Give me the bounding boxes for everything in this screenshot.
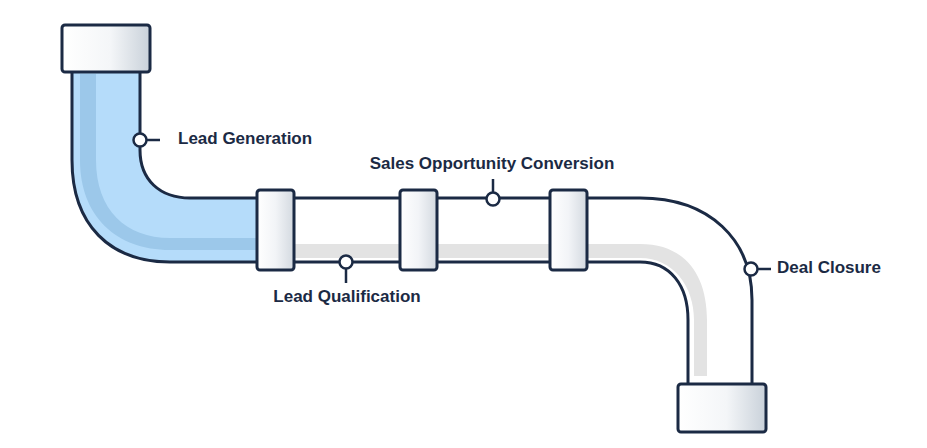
callout-dot — [745, 263, 758, 276]
callout-label: Lead Generation — [178, 129, 312, 149]
pipe-cap — [62, 25, 150, 72]
pipe-shade — [294, 244, 707, 376]
pipe-coupling — [400, 190, 437, 270]
callout-label: Sales Opportunity Conversion — [370, 154, 615, 174]
callout-dot — [340, 256, 353, 269]
pipe-flow-shade — [80, 74, 257, 250]
pipe-coupling — [257, 190, 294, 270]
leader-line — [757, 268, 771, 271]
callout-label: Lead Qualification — [273, 287, 420, 307]
callout-dot — [134, 134, 147, 147]
callout-label: Deal Closure — [777, 258, 881, 278]
leader-line — [345, 268, 348, 283]
leader-line — [146, 139, 160, 142]
leader-line — [492, 179, 495, 193]
callout-dot — [487, 193, 500, 206]
pipe-section — [257, 198, 752, 386]
pipe-coupling — [550, 190, 587, 270]
pipe-flow-section — [72, 70, 258, 262]
pipe-cap — [678, 384, 766, 432]
